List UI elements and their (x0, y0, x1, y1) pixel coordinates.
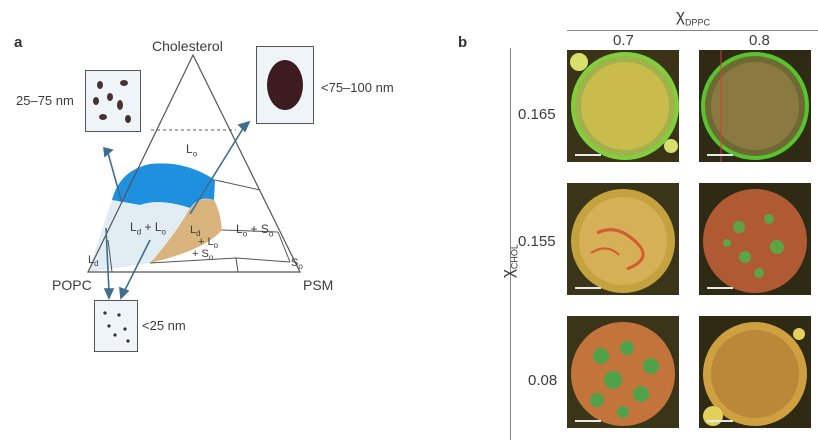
inset-medium-domains (85, 70, 141, 132)
micrograph-r2-c1 (699, 316, 811, 428)
vertex-label-psm: PSM (303, 277, 334, 293)
panel-a-letter: a (14, 34, 23, 51)
ternary-triangle (87, 53, 301, 273)
x-axis-title: χDPPC (676, 6, 710, 28)
inset-small-domains (94, 300, 138, 352)
phase-label-lo-so: Lo + So (236, 222, 274, 239)
ternary-diagram (87, 53, 301, 300)
phase-label-lo-top: Lo (186, 142, 198, 159)
micrograph-r1-c0 (567, 183, 679, 295)
micrograph-r0-c0 (567, 50, 679, 162)
micrograph-r2-c0 (567, 316, 679, 428)
y-axis-title: χCHOL (498, 244, 520, 278)
vertex-label-cholesterol: Cholesterol (152, 38, 223, 54)
inset-large-domain (256, 46, 314, 124)
three-phase-tan-region (150, 199, 222, 263)
inset-label-medium: 25–75 nm (16, 93, 74, 108)
phase-label-ld: Ld (88, 254, 99, 269)
micrograph-r1-c1 (699, 183, 811, 295)
panel-b-letter: b (458, 34, 468, 51)
micrograph-r0-c1 (699, 50, 811, 162)
row-label-0: 0.165 (518, 106, 556, 123)
vertex-label-popc: POPC (52, 277, 92, 293)
phase-label-ld-lo-so-3: + So (192, 248, 214, 263)
x-axis-line (567, 30, 818, 31)
phase-label-so: So (291, 257, 303, 272)
y-axis-line (510, 48, 511, 440)
phase-label-ld-lo: Ld + Lo (130, 220, 166, 237)
row-label-1: 0.155 (518, 233, 556, 250)
column-label-1: 0.8 (749, 32, 770, 49)
phase-label-ld-lo-so-1: Ld (190, 224, 201, 239)
lo-ld-blue-region (112, 163, 215, 208)
row-label-2: 0.08 (528, 372, 558, 389)
column-label-0: 0.7 (613, 32, 634, 49)
inset-label-large: <75–100 nm (321, 80, 394, 95)
phase-label-ld-lo-so-2: + Lo (198, 236, 219, 251)
inset-label-small: <25 nm (142, 318, 186, 333)
